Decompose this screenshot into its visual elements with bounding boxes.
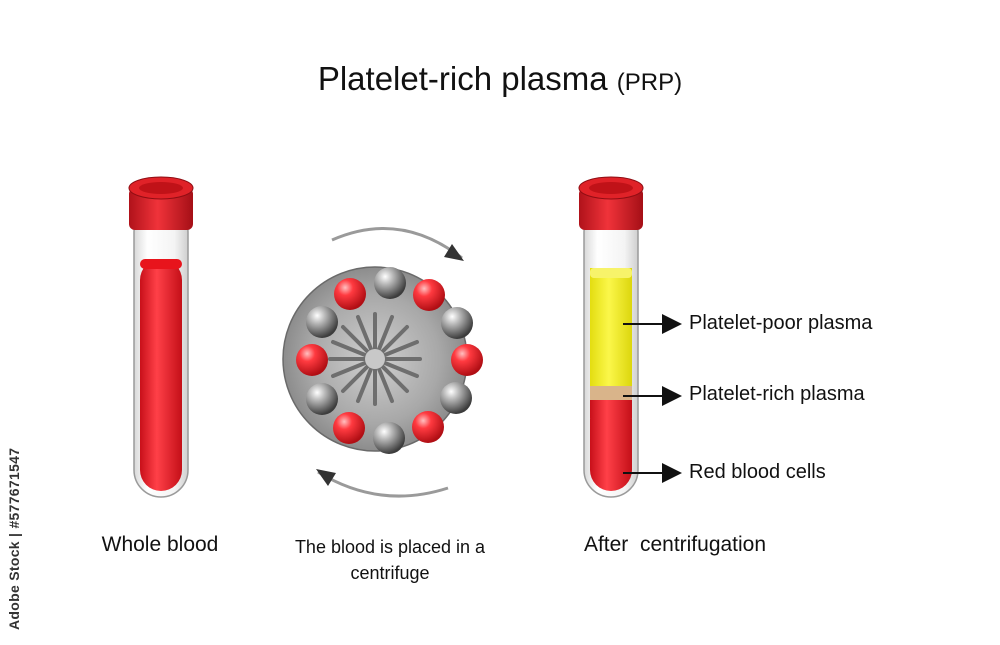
- red-blood-cells-layer: [590, 398, 632, 491]
- tube-slot-gray: [306, 306, 338, 338]
- label-platelet-poor-plasma: Platelet-poor plasma: [689, 312, 873, 334]
- centrifuge-tubes: [296, 267, 483, 454]
- title-abbreviation: (PRP): [616, 69, 683, 96]
- caption-centrifuge-line1: The blood is placed in a: [294, 537, 486, 557]
- title-main: Platelet-rich plasma: [317, 60, 608, 97]
- caption-whole-blood: Whole blood: [101, 533, 219, 556]
- centrifuged-tube: [578, 176, 644, 498]
- tube-slot-red: [296, 344, 328, 376]
- tube-slot-red: [334, 278, 366, 310]
- platelet-poor-plasma-layer: [590, 268, 632, 386]
- label-platelet-rich-plasma: Platelet-rich plasma: [689, 383, 865, 405]
- tube-slot-red: [451, 344, 483, 376]
- platelet-rich-plasma-layer: [590, 386, 632, 400]
- caption-centrifuge-line2: centrifuge: [350, 563, 430, 583]
- rotation-arrow-top: [331, 226, 463, 260]
- tube-slot-red: [333, 412, 365, 444]
- tube-slot-gray: [306, 383, 338, 415]
- caption-after-centrifugation: After centrifugation: [583, 533, 767, 556]
- tube-cap: [128, 176, 194, 230]
- stock-watermark: Adobe Stock | #577671547: [6, 447, 22, 630]
- tube-slot-gray: [374, 267, 406, 299]
- tube-cap: [578, 176, 644, 230]
- tube-slot-gray: [440, 382, 472, 414]
- rotation-arrow-bottom: [317, 470, 449, 498]
- caption-centrifuge: The blood is placed in a centrifuge: [262, 534, 518, 586]
- tube-slot-gray: [441, 307, 473, 339]
- tube-slot-red: [412, 411, 444, 443]
- label-red-blood-cells: Red blood cells: [689, 461, 826, 483]
- centrifuge: [282, 226, 483, 498]
- tube-slot-gray: [373, 422, 405, 454]
- whole-blood-tube: [128, 176, 194, 498]
- diagram-title: Platelet-rich plasma (PRP): [0, 60, 1000, 98]
- tube-slot-red: [413, 279, 445, 311]
